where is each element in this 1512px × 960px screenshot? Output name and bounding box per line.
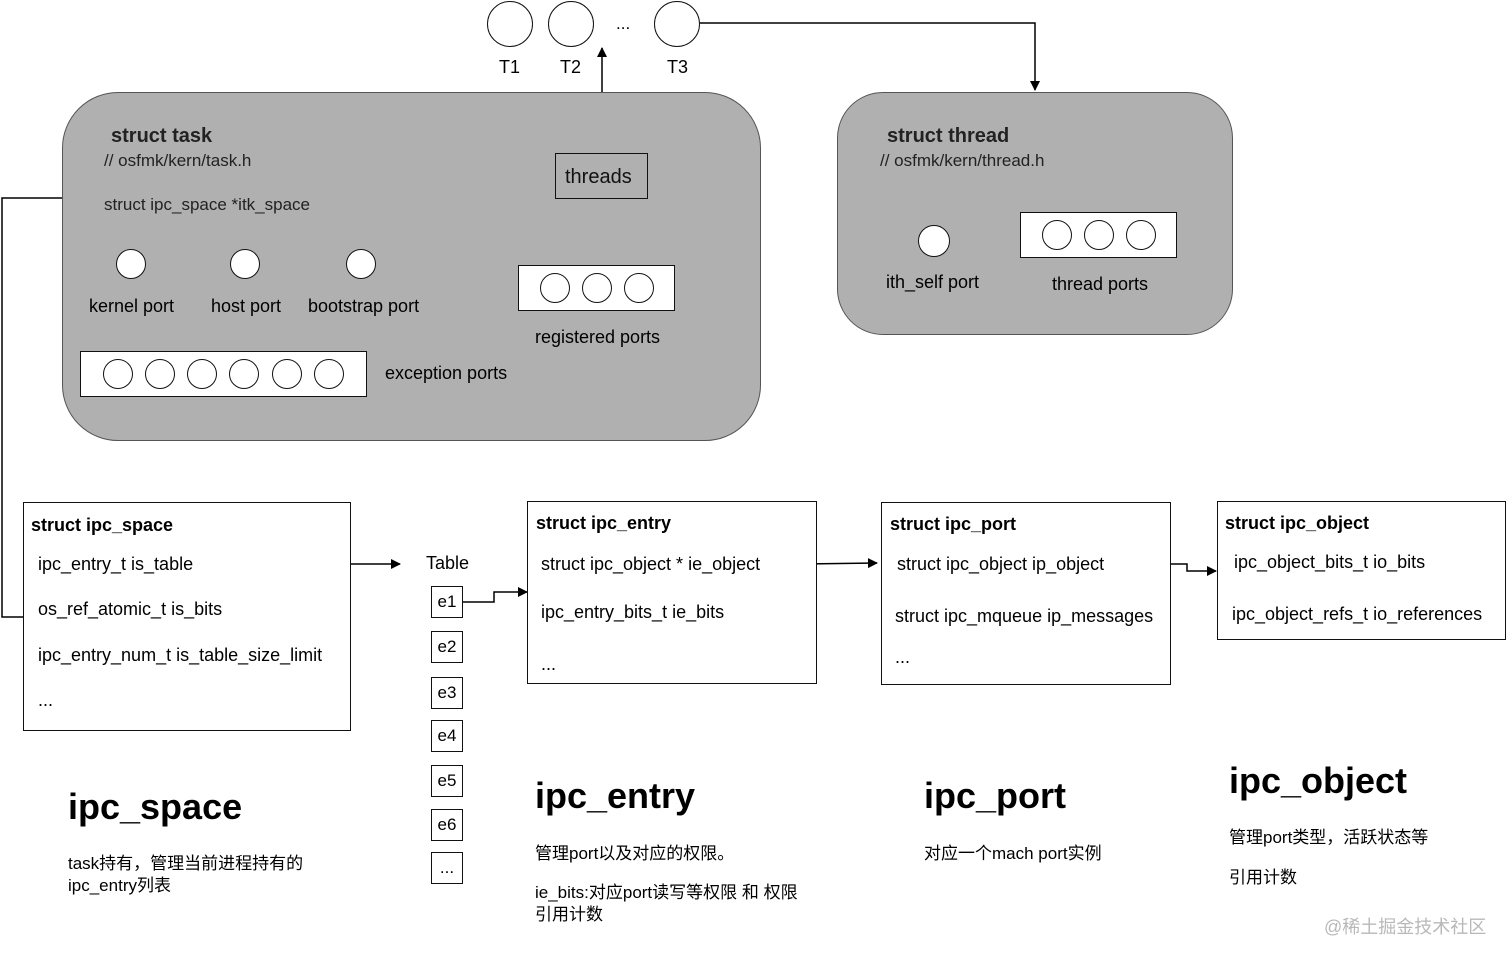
table-cell-e5: e5: [431, 765, 463, 797]
exception-port-circle: [187, 359, 217, 389]
ith-self-port-label: ith_self port: [886, 272, 980, 292]
struct-ipc-port-box: struct ipc_port struct ipc_object ip_obj…: [881, 502, 1171, 685]
bootstrap-port-circle: [346, 249, 376, 279]
kernel-port-label: kernel port: [89, 296, 175, 316]
host-port-label: host port: [211, 296, 282, 316]
t3-to-thread-arrow: [700, 22, 1040, 91]
registered-port-circle: [540, 273, 570, 303]
ipc-space-field: ...: [38, 690, 54, 710]
ipc-object-field: ipc_object_refs_t io_references: [1232, 604, 1483, 624]
registered-port-circle: [624, 273, 654, 303]
ipc-space-field: ipc_entry_num_t is_table_size_limit: [38, 645, 323, 665]
exception-port-circle: [229, 359, 259, 389]
exception-port-circle: [145, 359, 175, 389]
ipc-port-title: struct ipc_port: [890, 514, 1017, 534]
exception-port-circle: [314, 359, 344, 389]
ipc-entry-title: struct ipc_entry: [536, 513, 672, 533]
thread-title: struct thread: [887, 125, 1010, 147]
kernel-port-circle: [116, 249, 146, 279]
table-cell-e3: e3: [431, 677, 463, 709]
ipc-entry-description: 管理port以及对应的权限。: [535, 844, 735, 863]
registered-ports-label: registered ports: [535, 327, 661, 347]
task-itk-space-field: struct ipc_space *itk_space: [104, 195, 310, 214]
ipc-port-heading: ipc_port: [924, 775, 1067, 816]
ipc-object-title: struct ipc_object: [1225, 513, 1370, 533]
host-port-circle: [230, 249, 260, 279]
table-cell-more: ...: [431, 852, 463, 884]
ipc-entry-heading: ipc_entry: [535, 775, 696, 816]
thread-ports-label: thread ports: [1052, 274, 1149, 294]
ipc-port-field: struct ipc_mqueue ip_messages: [895, 606, 1154, 626]
thread-path: // osfmk/kern/thread.h: [880, 151, 1045, 170]
threads-label: threads: [565, 166, 632, 188]
exception-port-circle: [103, 359, 133, 389]
thread-t3-label: T3: [667, 57, 689, 77]
ipc-object-heading: ipc_object: [1229, 760, 1408, 801]
registered-ports-box: [518, 265, 675, 311]
thread-t2-circle: [548, 1, 594, 47]
ipc-object-refcount-description: 引用计数: [1229, 868, 1297, 887]
ipc-entry-field: struct ipc_object * ie_object: [541, 554, 761, 574]
threads-box: threads: [555, 153, 648, 199]
struct-ipc-entry-box: struct ipc_entry struct ipc_object * ie_…: [527, 501, 817, 684]
ith-self-port-circle: [918, 225, 950, 257]
registered-port-circle: [582, 273, 612, 303]
table-cell-e6: e6: [431, 809, 463, 841]
threads-ellipsis: ...: [616, 14, 631, 33]
thread-port-circle: [1126, 220, 1156, 250]
thread-t1-circle: [487, 1, 533, 47]
ipc-entry-bits-description: ie_bits:对应port读写等权限 和 权限引用计数: [535, 883, 798, 924]
ipc-object-field: ipc_object_bits_t io_bits: [1234, 552, 1426, 572]
task-path: // osfmk/kern/task.h: [104, 151, 252, 170]
struct-thread-panel: struct thread // osfmk/kern/thread.h ith…: [837, 92, 1233, 335]
table-cell-e1: e1: [431, 586, 463, 618]
thread-t2-label: T2: [560, 57, 582, 77]
watermark-text: @稀土掘金技术社区: [1324, 917, 1487, 937]
thread-t1-label: T1: [499, 57, 521, 77]
exception-ports-box: [80, 351, 367, 397]
table-label: Table: [426, 553, 470, 573]
ipc-space-field: ipc_entry_t is_table: [38, 554, 194, 574]
ipc-space-title: struct ipc_space: [31, 515, 174, 535]
struct-task-panel: struct task // osfmk/kern/task.h struct …: [62, 92, 761, 441]
exception-port-circle: [272, 359, 302, 389]
ipc-port-description: 对应一个mach port实例: [924, 844, 1102, 863]
ipc-space-field: os_ref_atomic_t is_bits: [38, 599, 223, 619]
ipc-port-field: struct ipc_object ip_object: [897, 554, 1105, 574]
task-to-ipc-space-line: [1, 197, 62, 618]
struct-ipc-space-box: struct ipc_space ipc_entry_t is_table os…: [23, 502, 351, 731]
exception-ports-label: exception ports: [385, 363, 508, 383]
thread-port-circle: [1084, 220, 1114, 250]
struct-ipc-object-box: struct ipc_object ipc_object_bits_t io_b…: [1217, 501, 1506, 640]
thread-port-circle: [1042, 220, 1072, 250]
ipc-entry-field: ...: [541, 654, 557, 674]
ipc-space-description: task持有，管理当前进程持有的ipc_entry列表: [68, 854, 304, 895]
ipc-port-field: ...: [895, 647, 911, 667]
bootstrap-port-label: bootstrap port: [308, 296, 420, 316]
table-cell-e2: e2: [431, 631, 463, 663]
thread-t3-circle: [654, 1, 700, 47]
thread-ports-box: [1020, 212, 1177, 258]
e1-to-ipc-entry-arrow: [463, 587, 528, 603]
task-title: struct task: [111, 125, 213, 147]
ipc-entry-field: ipc_entry_bits_t ie_bits: [541, 602, 725, 622]
ipc-object-description: 管理port类型，活跃状态等: [1229, 828, 1429, 847]
ip-object-to-ipc-object-arrow: [1158, 563, 1217, 576]
table-cell-e4: e4: [431, 720, 463, 752]
ipc-space-heading: ipc_space: [68, 786, 243, 827]
